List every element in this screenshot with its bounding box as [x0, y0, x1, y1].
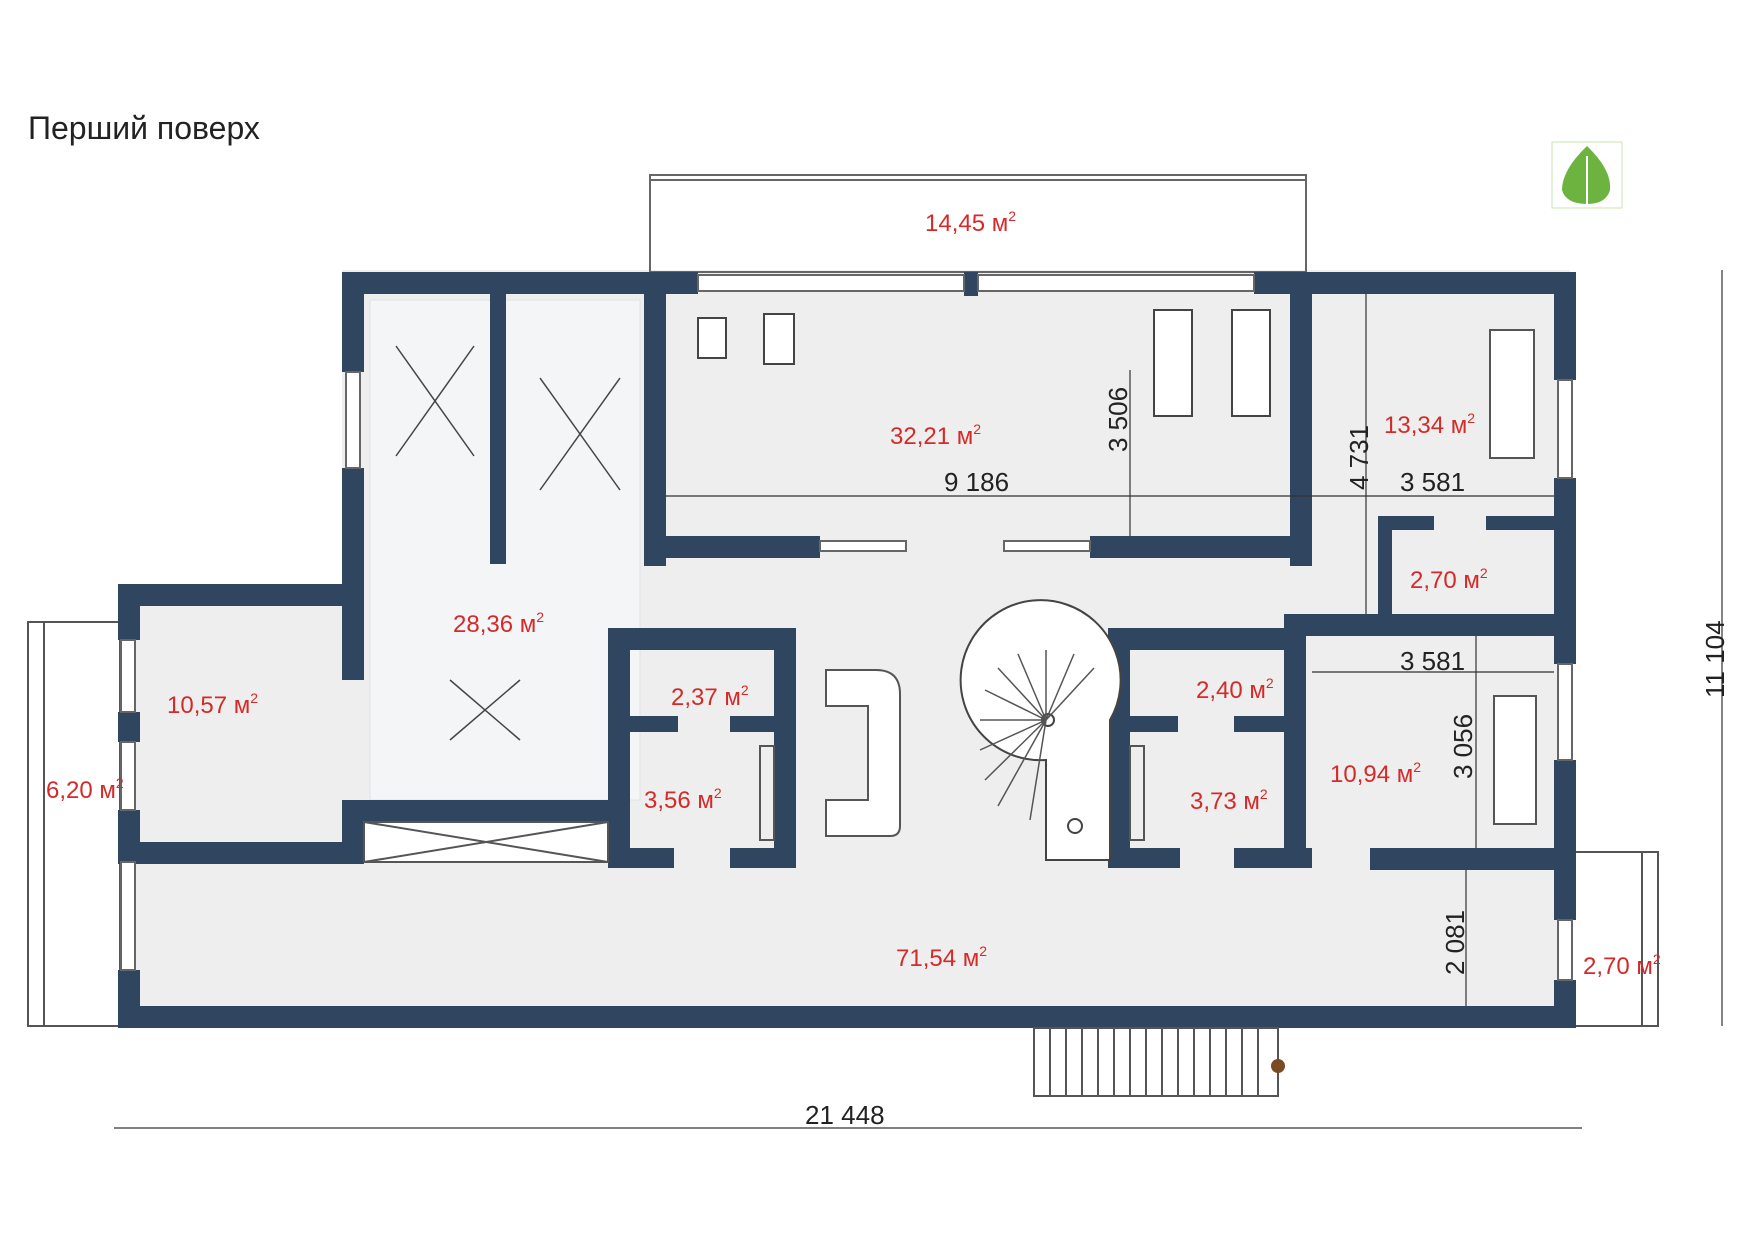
dimension-lines: [114, 270, 1723, 1129]
bed-se: [1493, 695, 1537, 825]
area-shower-left: 3,56 м2: [644, 785, 722, 814]
dim-bedroom-se-depth: 3 056: [1448, 713, 1478, 779]
bench-garden: [363, 821, 609, 863]
gym-equipment: [697, 309, 1271, 417]
sofa: [825, 669, 901, 837]
entry-stairs: [1033, 1027, 1279, 1097]
area-wc-right: 2,40 м2: [1196, 675, 1274, 704]
area-wc-left: 2,37 м2: [671, 682, 749, 711]
gym-doors: [819, 540, 1091, 552]
area-winter-garden: 28,36 м2: [453, 609, 545, 638]
dim-total-depth: 11 104: [1700, 620, 1730, 698]
shower-trays: [759, 745, 1145, 841]
dim-bedroom-se-width: 3 581: [1400, 646, 1466, 676]
dim-gym-depth: 3 506: [1103, 386, 1133, 452]
area-terrace-west: 6,20 м2: [46, 775, 124, 804]
area-gym: 32,21 м2: [890, 421, 982, 450]
floor-title: Перший поверх: [28, 110, 260, 146]
area-bedroom-ne: 13,34 м2: [1384, 410, 1476, 439]
bed-ne: [1489, 329, 1535, 459]
area-bedroom-se: 10,94 м2: [1330, 759, 1422, 788]
windows: [120, 274, 1573, 981]
area-terrace-east: 2,70 м2: [1583, 951, 1661, 980]
skylight-marks: [395, 345, 621, 741]
terrace-east-outline: [1569, 851, 1659, 1027]
area-shower-right: 3,73 м2: [1190, 786, 1268, 815]
dim-total-width: 21 448: [805, 1100, 885, 1130]
outer-background-west: [120, 270, 342, 590]
area-room-west: 10,57 м2: [167, 690, 259, 719]
dim-gym-length: 9 186: [944, 467, 1010, 497]
spiral-stair-treads: [979, 650, 1095, 821]
railing-post: [1271, 1059, 1285, 1073]
area-storage-ne: 2,70 м2: [1410, 565, 1488, 594]
dim-east-depth: 4 731: [1344, 424, 1374, 490]
walls: [118, 272, 1576, 1028]
terrace-west-outline: [27, 621, 121, 1027]
leaf-icon: [1551, 141, 1623, 209]
area-balcony: 14,45 м2: [925, 208, 1017, 237]
area-hall: 71,54 м2: [896, 943, 988, 972]
dim-hall-depth: 2 081: [1440, 909, 1470, 975]
dim-bedroom-ne-width: 3 581: [1400, 467, 1466, 497]
